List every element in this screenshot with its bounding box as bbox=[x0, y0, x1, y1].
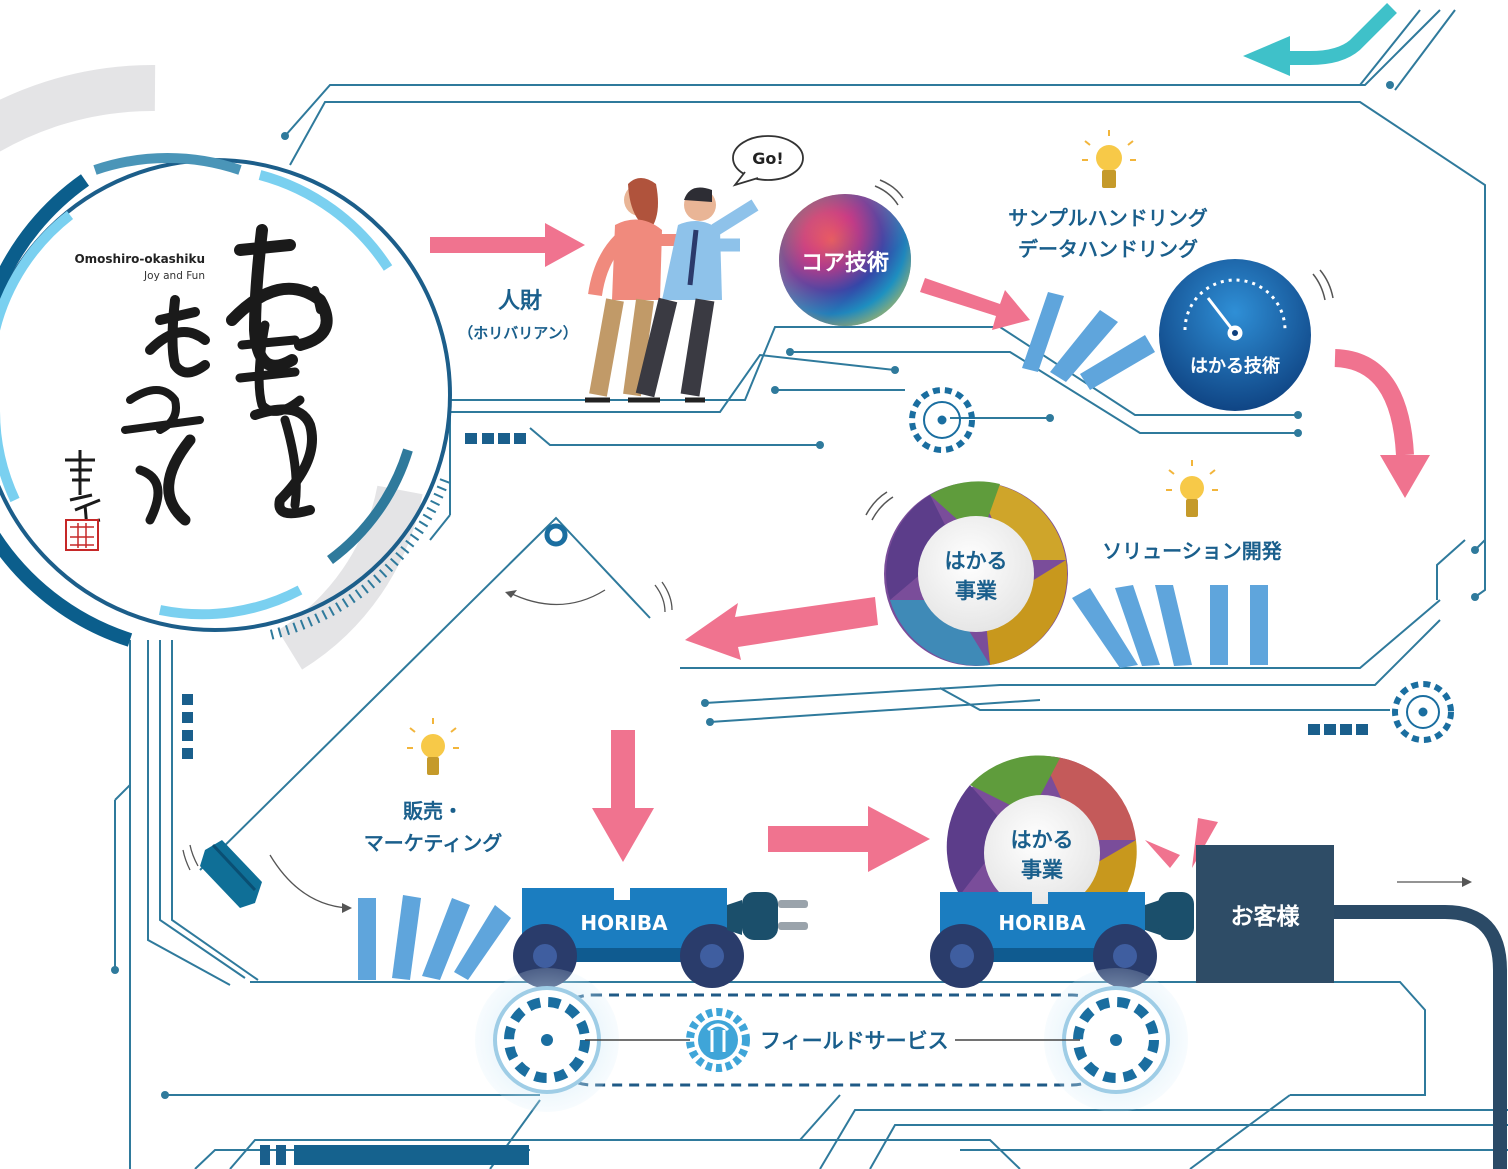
pink-curve-arrow-down bbox=[1334, 349, 1414, 456]
people-illustration bbox=[585, 178, 759, 403]
gear-icon bbox=[909, 387, 975, 453]
logo-rings bbox=[0, 64, 452, 670]
customer-cable bbox=[1334, 905, 1507, 1169]
brand-subtitle: Joy and Fun bbox=[143, 270, 205, 282]
domino-bars-1 bbox=[1022, 292, 1155, 390]
people-sublabel: （ホリバリアン） bbox=[458, 324, 577, 342]
conveyor-wheel-right bbox=[1044, 968, 1188, 1112]
pink-arrow-head-down bbox=[1380, 455, 1430, 498]
triangle-node bbox=[544, 523, 568, 547]
field-service-label: フィールドサービス bbox=[760, 1029, 949, 1053]
circuit-dots bbox=[111, 81, 1479, 1099]
plug-icon bbox=[1145, 892, 1194, 940]
pink-arrow-to-people bbox=[430, 223, 585, 267]
calligraphy-logo bbox=[121, 224, 333, 526]
business-ball-line1: はかる bbox=[945, 549, 1008, 573]
speech-bubble: Go! bbox=[732, 135, 804, 187]
gauge-icon bbox=[1183, 278, 1287, 341]
measure-tech-ball: はかる技術 bbox=[1159, 259, 1311, 411]
customer-box: お客様 bbox=[1196, 845, 1334, 983]
lightbulb-icon bbox=[1082, 130, 1136, 188]
pink-arrow-to-handling bbox=[920, 278, 1030, 330]
core-tech-ball: コア技術 bbox=[779, 194, 911, 326]
measure-tech-label: はかる技術 bbox=[1190, 355, 1280, 377]
business-ball: はかる 事業 bbox=[884, 481, 1068, 666]
cart-ball-line1: はかる bbox=[1011, 828, 1074, 852]
cart-2-label: HORIBA bbox=[998, 911, 1086, 935]
pink-arrow-down bbox=[592, 730, 654, 862]
speech-bubble-text: Go! bbox=[752, 149, 783, 168]
lightbulb-icon bbox=[1166, 460, 1218, 517]
teal-arrow-head bbox=[1243, 36, 1290, 76]
domino-bars-2 bbox=[1072, 585, 1268, 668]
cart-ball-line2: 事業 bbox=[1021, 858, 1064, 882]
wrench-gear-icon bbox=[686, 1008, 750, 1072]
solution-label: ソリューション開発 bbox=[1102, 539, 1283, 563]
brand-title: Omoshiro-okashiku bbox=[74, 252, 205, 266]
plug-icon bbox=[727, 892, 808, 940]
dash-blocks bbox=[182, 433, 1368, 1165]
customer-label: お客様 bbox=[1231, 903, 1301, 930]
core-tech-label: コア技術 bbox=[801, 250, 889, 276]
cart-1-label: HORIBA bbox=[580, 911, 668, 935]
sales-line2: マーケティング bbox=[364, 831, 502, 855]
capsule-icon bbox=[200, 840, 262, 908]
teal-return-arrow bbox=[1285, 3, 1397, 65]
business-ball-line2: 事業 bbox=[955, 579, 998, 603]
gear-icon bbox=[1392, 681, 1454, 743]
pink-arrow-left bbox=[685, 597, 878, 660]
handling-line2: データハンドリング bbox=[1018, 237, 1198, 261]
circuit-lines bbox=[114, 9, 1508, 1169]
seal-stamp bbox=[65, 519, 99, 551]
lightbulb-icon bbox=[407, 718, 459, 775]
people-label: 人財 bbox=[498, 289, 542, 314]
handling-line1: サンプルハンドリング bbox=[1008, 206, 1207, 230]
spark-icon bbox=[1145, 840, 1180, 868]
sales-line1: 販売・ bbox=[403, 799, 463, 823]
domino-bars-3 bbox=[358, 895, 511, 980]
pink-arrow-right bbox=[768, 806, 930, 872]
